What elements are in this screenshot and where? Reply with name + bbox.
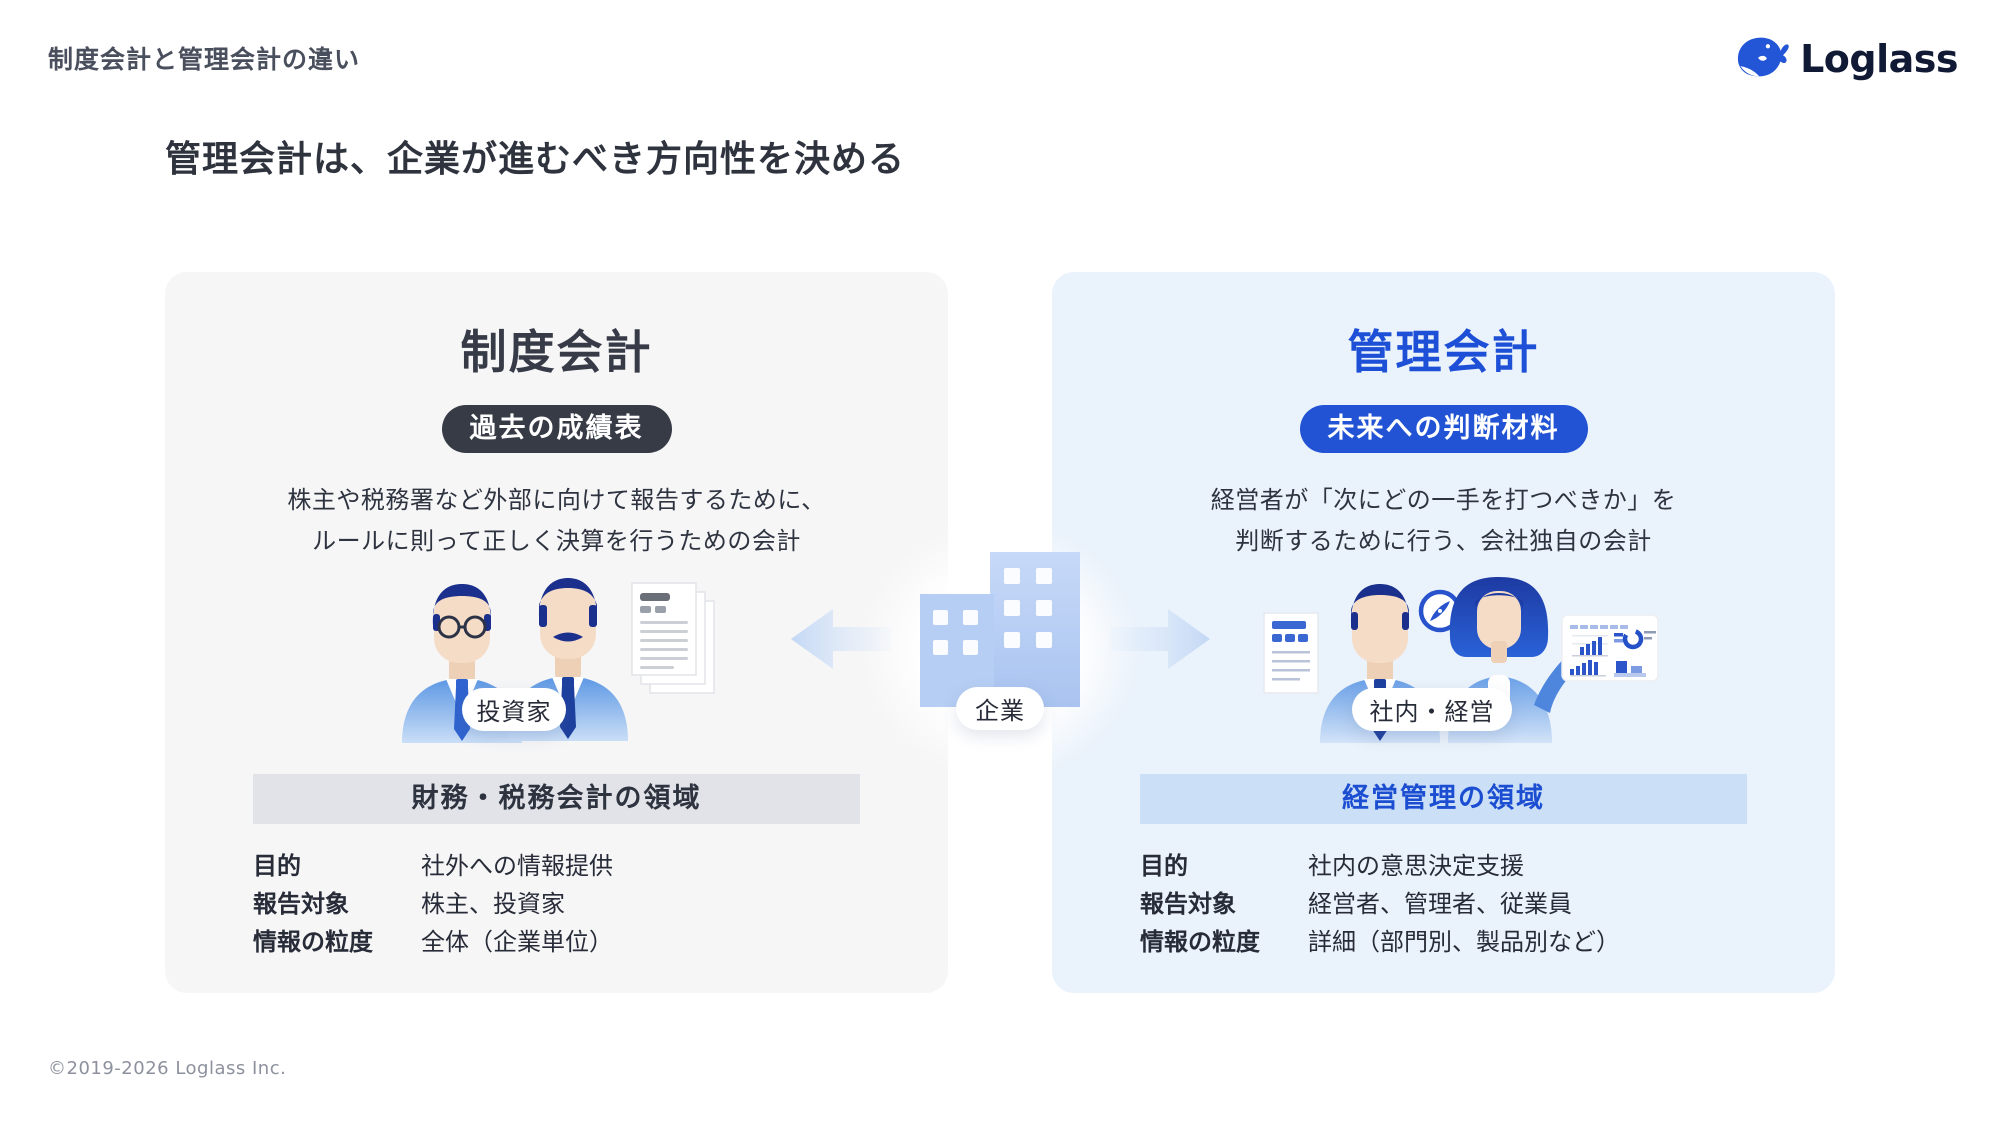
left-desc-line1: 株主や税務署など外部に向けて報告するために、 (287, 486, 826, 514)
company-label: 企業 (956, 687, 1044, 730)
right-card-badge: 未来への判断材料 (1299, 405, 1588, 453)
left-card-badge: 過去の成績表 (441, 405, 672, 453)
loglass-logo: Loglass (1734, 32, 1958, 86)
dashboard-chart-icon (1561, 614, 1659, 682)
documents-stack-icon (631, 582, 715, 694)
left-spec-table: 目的 社外への情報提供 報告対象 株主、投資家 情報の粒度 全体（企業単位） (253, 852, 613, 966)
left-card-title: 制度会計 (460, 325, 653, 379)
right-spec-table: 目的 社内の意思決定支援 報告対象 経営者、管理者、従業員 情報の粒度 詳細（部… (1140, 852, 1620, 966)
table-row: 目的 社外への情報提供 (253, 852, 613, 880)
management-accounting-card: 管理会計 未来への判断材料 経営者が「次にどの一手を打つべきか」を 判断するため… (1052, 272, 1835, 993)
table-row: 報告対象 株主、投資家 (253, 890, 565, 918)
left-card-description: 株主や税務署など外部に向けて報告するために、 ルールに則って正しく決算を行うため… (165, 480, 948, 562)
investors-illustration (400, 575, 720, 747)
right-desc-line2: 判断するために行う、会社独自の会計 (1235, 527, 1652, 555)
right-desc-line1: 経営者が「次にどの一手を打つべきか」を (1210, 486, 1677, 514)
report-document-icon (1263, 612, 1319, 694)
table-row: 情報の粒度 詳細（部門別、製品別など） (1140, 928, 1620, 956)
left-arrow-icon (791, 607, 891, 675)
investors-label: 投資家 (462, 688, 566, 731)
table-row: 目的 社内の意思決定支援 (1140, 852, 1524, 880)
right-arrow-icon (1110, 607, 1210, 675)
page-title: 制度会計と管理会計の違い (48, 45, 361, 74)
main-heading: 管理会計は、企業が進むべき方向性を決める (165, 139, 906, 180)
logo-wordmark: Loglass (1800, 37, 1958, 81)
table-row: 報告対象 経営者、管理者、従業員 (1140, 890, 1572, 918)
right-domain-header: 経営管理の領域 (1140, 774, 1747, 824)
right-card-description: 経営者が「次にどの一手を打つべきか」を 判断するために行う、会社独自の会計 (1052, 480, 1835, 562)
right-card-title: 管理会計 (1347, 325, 1540, 379)
internal-management-label: 社内・経営 (1352, 688, 1512, 731)
whale-icon (1734, 32, 1790, 86)
left-domain-header: 財務・税務会計の領域 (253, 774, 860, 824)
table-row: 情報の粒度 全体（企業単位） (253, 928, 613, 956)
left-desc-line2: ルールに則って正しく決算を行うための会計 (312, 527, 801, 555)
copyright: ©2019-2026 Loglass Inc. (48, 1058, 287, 1079)
